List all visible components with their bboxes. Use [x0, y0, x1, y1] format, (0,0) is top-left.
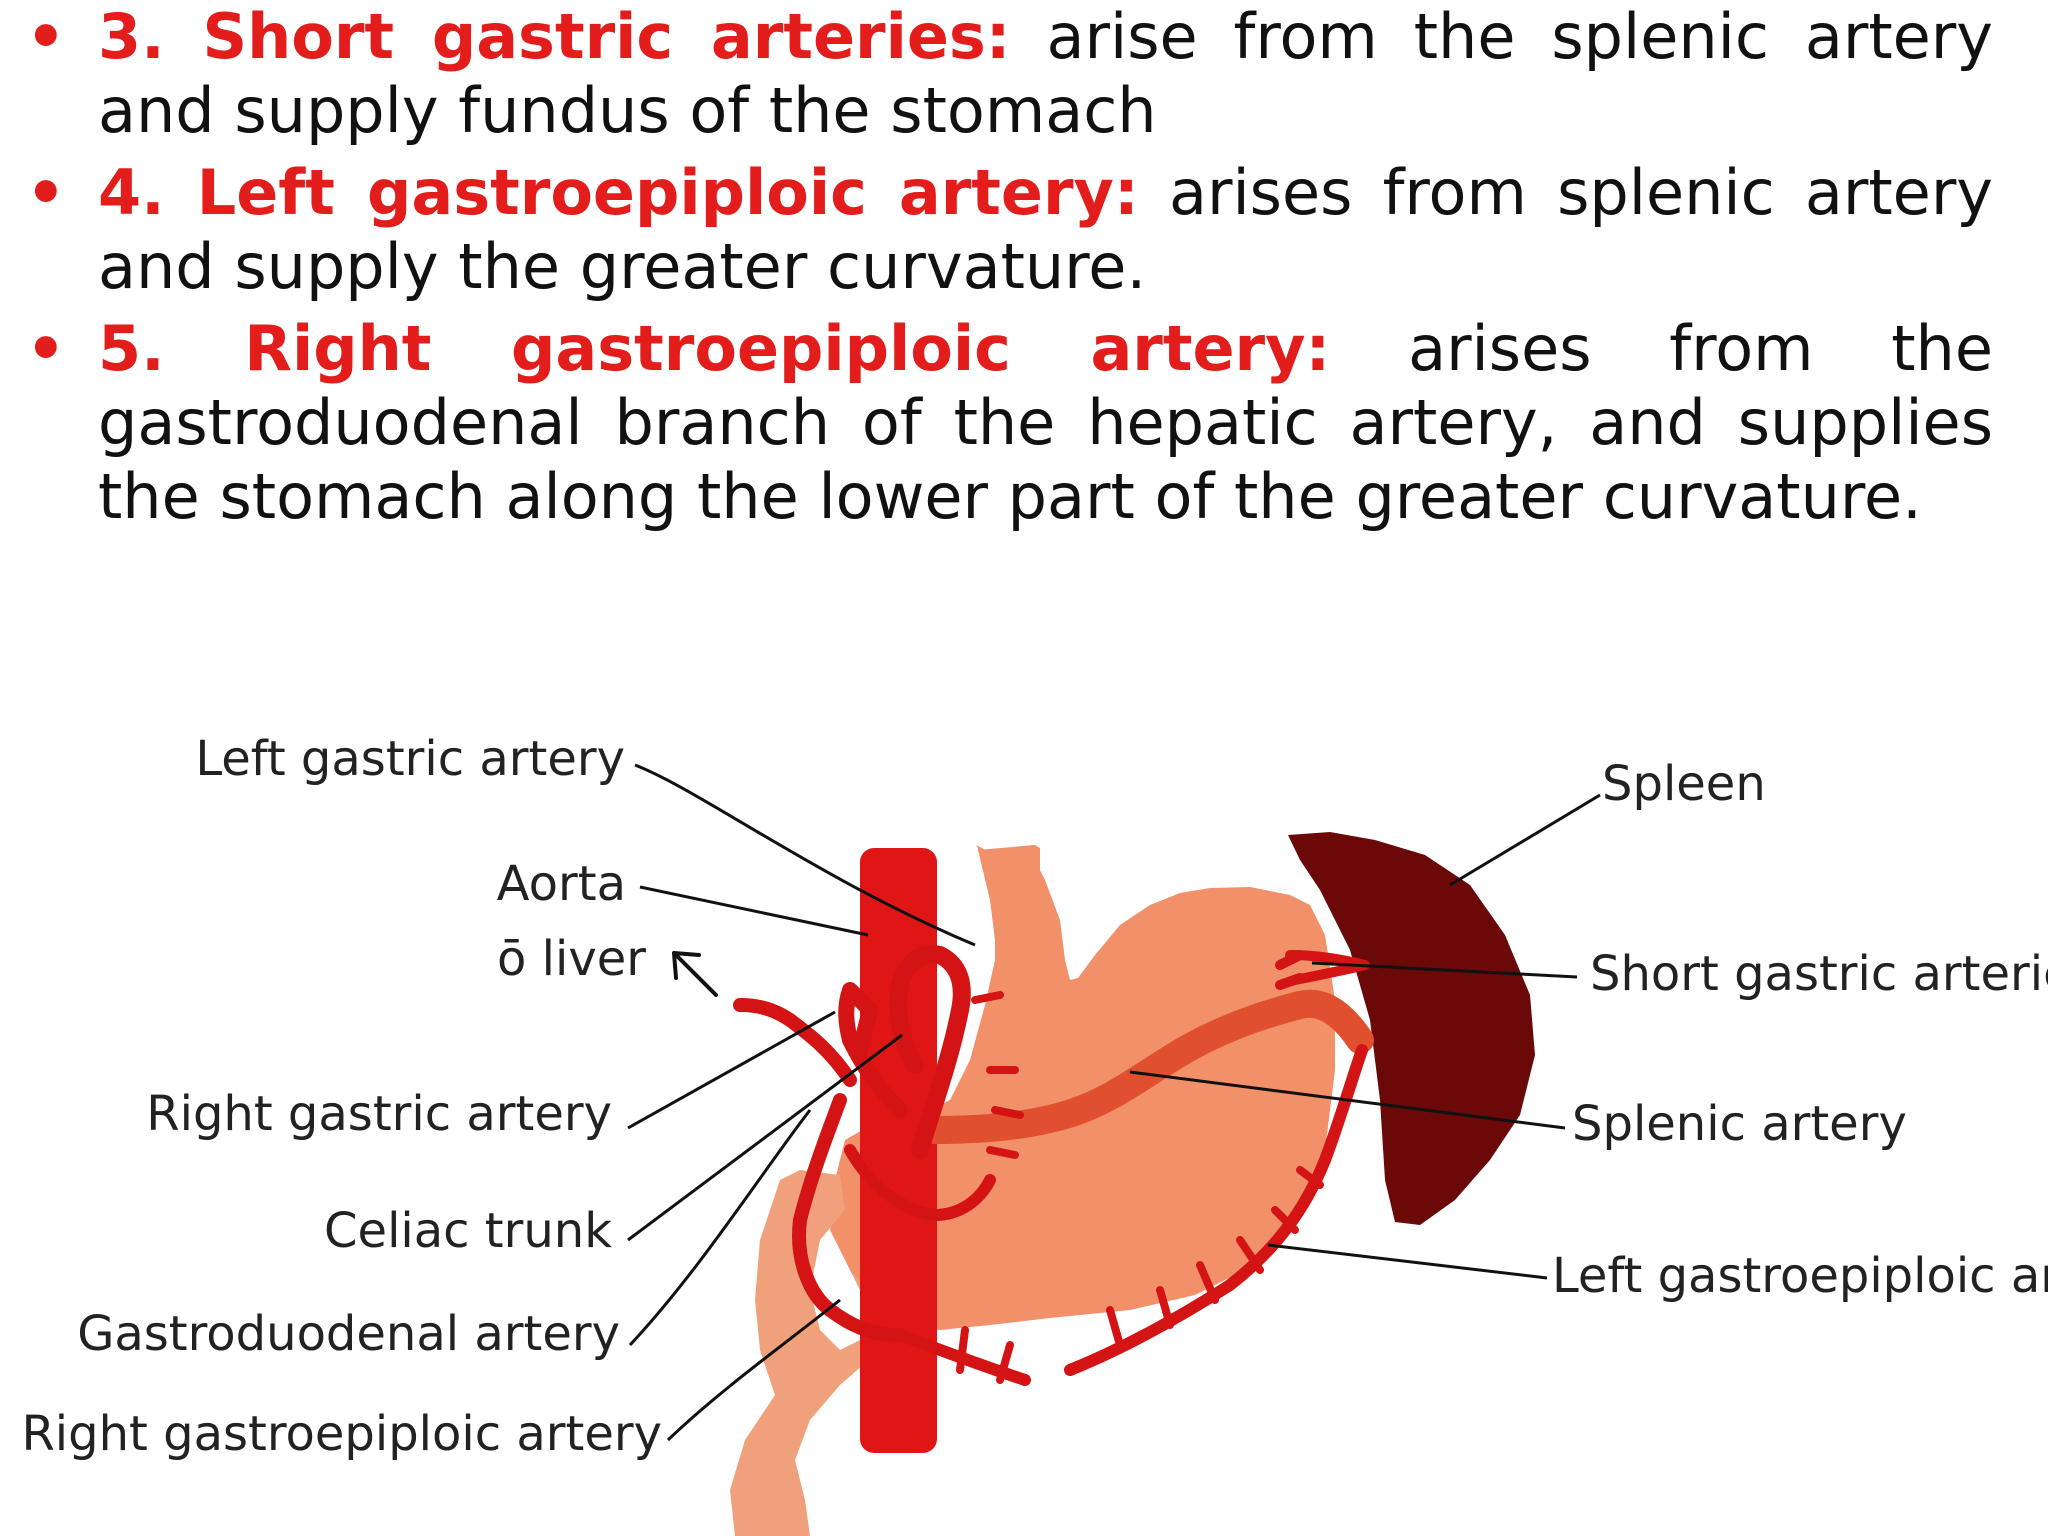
arteries [672, 945, 1374, 1386]
leader-aorta [639, 885, 869, 937]
leader-lines [627, 763, 1601, 1442]
duodenum [730, 1170, 900, 1536]
label-short-gastric-arteries: Short gastric arteries [1590, 946, 2048, 1002]
label-to-liver: ō liver [497, 931, 646, 987]
leader-right-gastric [627, 1010, 836, 1130]
bullet-list: • 3. Short gastric arteries: arise from … [0, 0, 2048, 542]
bullet-right-gastroepiploic: • 5. Right gastroepiploic artery: arises… [0, 312, 2048, 534]
leader-left-gastric [634, 763, 976, 947]
leader-left-gastroepiploic [1267, 1243, 1548, 1280]
bullet-text: arises from the gastroduodenal branch of… [98, 312, 1993, 533]
leader-right-gastroepiploic [666, 1298, 841, 1442]
short-gastric-vessels [1275, 950, 1370, 990]
label-aorta: Aorta [497, 856, 626, 912]
left-gastric-vessel [889, 945, 971, 1159]
leader-spleen [1449, 793, 1601, 887]
bullet-term: 3. Short gastric arteries: [98, 0, 1011, 73]
bullet-marker: • [26, 0, 66, 73]
spleen-organ [1288, 832, 1535, 1225]
celiac-branch-vessel [838, 982, 908, 1118]
bullet-term: 5. Right gastroepiploic artery: [98, 312, 1331, 385]
gastroduodenal-vessel [792, 1093, 907, 1342]
bullet-text: arises from splenic artery and supply th… [98, 156, 1994, 303]
bullet-term: 4. Left gastroepiploic artery: [98, 156, 1139, 229]
bullet-text: arise from the splenic artery and supply… [98, 0, 1993, 147]
bullet-marker: • [26, 156, 66, 229]
splenic-artery-vessel [921, 989, 1374, 1144]
label-splenic-artery: Splenic artery [1572, 1096, 1907, 1152]
bullet-marker: • [26, 312, 66, 385]
label-left-gastroepiploic-artery: Left gastroepiploic artery [1552, 1248, 2048, 1304]
bullet-short-gastric: • 3. Short gastric arteries: arise from … [0, 0, 2048, 148]
lesser-curvature-twigs [971, 991, 1024, 1159]
label-gastroduodenal-artery: Gastroduodenal artery [77, 1306, 620, 1362]
greater-curvature-twigs [956, 1166, 1324, 1384]
aorta-vessel [860, 848, 937, 1453]
esophagus [978, 845, 1060, 1000]
leader-short-gastric [1311, 961, 1578, 979]
leader-celiac [627, 1033, 903, 1242]
diagram-labels: Left gastric artery Aorta ō liver Right … [21, 731, 2048, 1462]
label-spleen: Spleen [1602, 756, 1766, 812]
leader-splenic [1129, 1070, 1566, 1130]
right-gastric-vessel [844, 1144, 996, 1221]
leader-gastroduodenal [628, 1109, 812, 1347]
label-right-gastroepiploic-artery: Right gastroepiploic artery [21, 1406, 662, 1462]
hepatic-artery-vessel [733, 998, 857, 1087]
to-liver-arrow [672, 951, 718, 997]
label-right-gastric-artery: Right gastric artery [146, 1086, 612, 1142]
bullet-left-gastroepiploic: • 4. Left gastroepiploic artery: arises … [0, 156, 2048, 304]
label-left-gastric-artery: Left gastric artery [195, 731, 625, 787]
label-celiac-trunk: Celiac trunk [324, 1203, 612, 1259]
left-gastroepiploic-vessel [1064, 1044, 1368, 1376]
